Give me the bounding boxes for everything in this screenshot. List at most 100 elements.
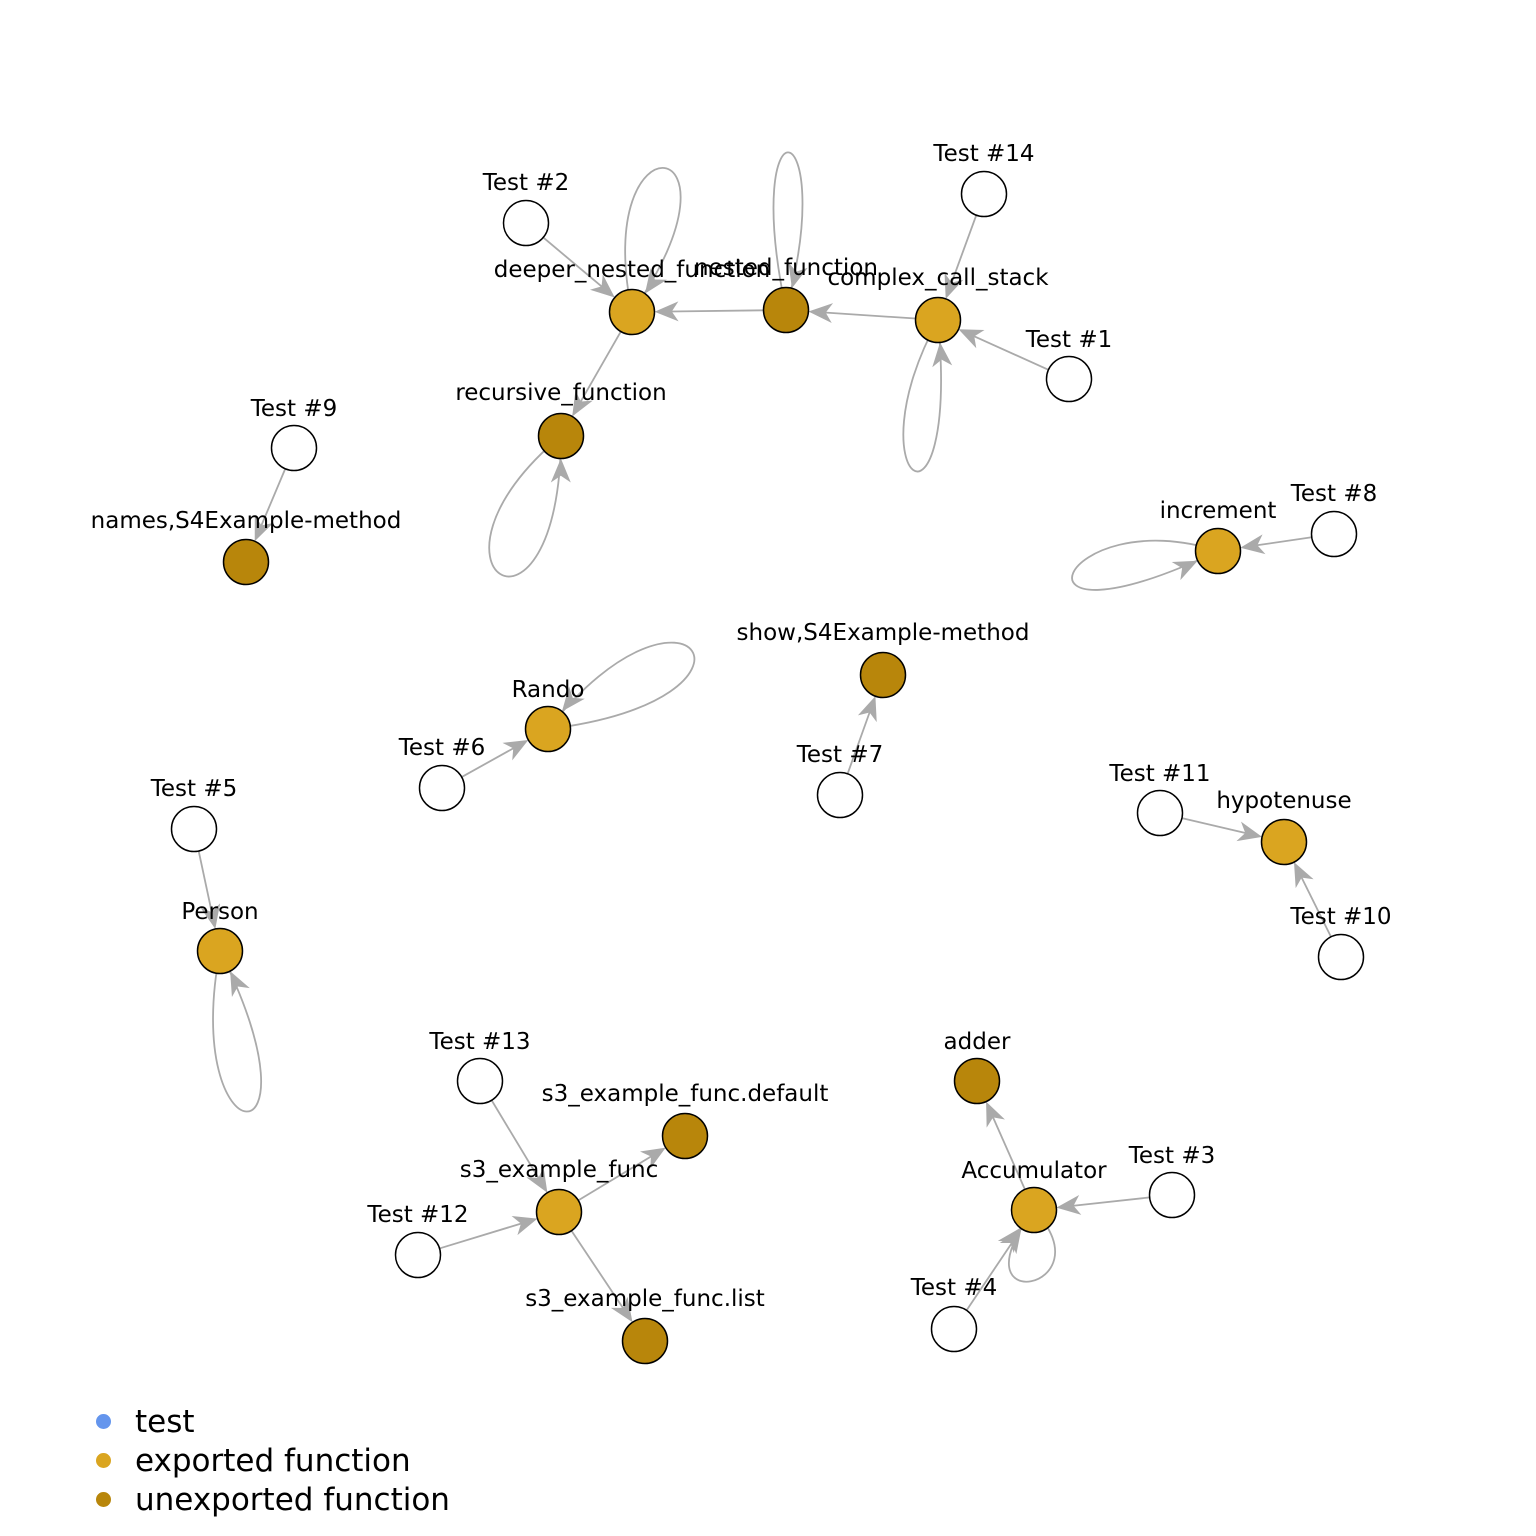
node-test13 <box>456 1057 504 1105</box>
node-label-names: names,S4Example-method <box>91 508 402 534</box>
self-loop-rando <box>547 641 696 730</box>
edge-test8-to-increment <box>1255 536 1312 547</box>
node-label-s3func: s3_example_func <box>460 1157 659 1183</box>
node-test12 <box>394 1231 442 1279</box>
arrowhead-test11-to-hypotenuse <box>1236 821 1263 842</box>
self-loop-arrowhead-nested <box>788 262 808 289</box>
node-label-s3list: s3_example_func.list <box>525 1286 765 1312</box>
legend-item-exported: exported function <box>96 1441 450 1480</box>
node-increment <box>1194 527 1242 575</box>
arrowhead-test10-to-hypotenuse <box>1293 862 1314 889</box>
node-label-test5: Test #5 <box>150 776 238 802</box>
node-test6 <box>418 764 466 812</box>
arrowhead-test6-to-rando <box>502 739 529 761</box>
node-label-test14: Test #14 <box>932 141 1034 167</box>
node-rando <box>524 705 572 753</box>
node-test11 <box>1136 789 1184 837</box>
arrowhead-test7-to-show <box>857 696 877 723</box>
node-names <box>222 538 270 586</box>
legend-item-test: test <box>96 1402 450 1441</box>
node-label-deeper: deeper_nested_function <box>494 257 771 283</box>
node-test5 <box>170 805 218 853</box>
edge-nested-to-deeper <box>670 309 764 313</box>
arrowhead-test13-to-s3func <box>526 1167 548 1193</box>
node-label-adder: adder <box>944 1029 1011 1055</box>
node-nested <box>762 286 810 334</box>
self-loop-arrowhead-accumulator <box>997 1227 1021 1254</box>
node-deeper <box>608 288 656 336</box>
edge-test12-to-s3func <box>439 1222 523 1250</box>
arrowhead-test9-to-names <box>254 515 274 542</box>
node-complex <box>914 296 962 344</box>
legend-label-unexported: unexported function <box>135 1481 450 1518</box>
self-loops-layer <box>212 151 1219 1283</box>
node-test7 <box>816 771 864 819</box>
node-accumulator <box>1010 1186 1058 1234</box>
edge-test3-to-accumulator <box>1072 1196 1150 1207</box>
node-label-increment: increment <box>1160 498 1277 524</box>
arrowhead-complex-to-nested <box>808 303 834 324</box>
node-test9 <box>270 424 318 472</box>
node-label-rando: Rando <box>512 677 585 703</box>
node-label-test2: Test #2 <box>482 170 570 196</box>
arrowhead-accumulator-to-adder <box>986 1101 1005 1128</box>
edge-test6-to-rando <box>461 746 515 778</box>
node-label-test9: Test #9 <box>250 396 338 422</box>
arrowhead-s3func-to-s3list <box>610 1296 633 1323</box>
edge-test14-to-complex <box>950 214 978 285</box>
edge-complex-to-nested <box>824 311 916 320</box>
node-label-test1: Test #1 <box>1025 327 1113 353</box>
legend-label-test: test <box>135 1403 195 1440</box>
legend-label-exported: exported function <box>135 1442 411 1479</box>
node-adder <box>953 1057 1001 1105</box>
labels-layer: Test #2 Test #14 deeper_nested_functionnes… <box>91 141 1392 1312</box>
node-test8 <box>1310 510 1358 558</box>
edge-test4-to-accumulator <box>965 1241 1014 1311</box>
edge-accumulator-to-adder <box>991 1115 1026 1190</box>
edge-test7-to-show <box>846 710 871 775</box>
node-label-nested: nested_function <box>694 255 878 281</box>
node-label-recursive: recursive_function <box>455 380 666 406</box>
node-test14 <box>960 170 1008 218</box>
arrowhead-nested-to-deeper <box>654 301 679 322</box>
self-loop-arrowhead-increment <box>1171 560 1198 581</box>
node-label-person: Person <box>181 899 258 925</box>
self-loop-person <box>212 950 263 1113</box>
edge-test10-to-hypotenuse <box>1300 876 1332 938</box>
arrowhead-test5-to-person <box>200 903 221 929</box>
node-hypotenuse <box>1260 818 1308 866</box>
arrowhead-test1-to-complex <box>958 329 985 349</box>
arrowhead-test12-to-s3func <box>511 1215 538 1236</box>
node-label-complex: complex_call_stack <box>827 265 1049 291</box>
self-loop-nested <box>772 151 804 311</box>
node-test4 <box>930 1305 978 1353</box>
node-label-test13: Test #13 <box>428 1029 530 1055</box>
arrowhead-test2-to-deeper <box>589 274 615 298</box>
edge-deeper-to-recursive <box>579 331 622 404</box>
node-s3list <box>621 1317 669 1365</box>
node-test3 <box>1148 1171 1196 1219</box>
legend-dot-exported <box>96 1453 111 1468</box>
arrowhead-deeper-to-recursive <box>572 390 593 417</box>
self-loop-arrowhead-deeper <box>644 268 667 294</box>
node-person <box>196 927 244 975</box>
legend-item-unexported: unexported function <box>96 1480 450 1519</box>
edge-test2-to-deeper <box>542 236 604 288</box>
node-label-test12: Test #12 <box>366 1202 468 1228</box>
legend-dot-unexported <box>96 1492 111 1507</box>
edge-s3func-to-s3list <box>570 1230 625 1310</box>
node-label-test6: Test #6 <box>398 735 486 761</box>
nodes-layer <box>170 170 1365 1365</box>
node-label-test11: Test #11 <box>1108 761 1210 787</box>
node-test10 <box>1317 933 1365 981</box>
edge-test1-to-complex <box>972 334 1049 371</box>
self-loop-complex <box>902 319 942 473</box>
arrowhead-test14-to-complex <box>944 272 964 299</box>
arrowhead-test3-to-accumulator <box>1056 1195 1082 1215</box>
self-loop-recursive <box>488 435 562 578</box>
node-label-test7: Test #7 <box>796 742 884 768</box>
node-label-hypotenuse: hypotenuse <box>1216 788 1351 814</box>
self-loop-arrowhead-recursive <box>550 458 571 483</box>
self-loop-increment <box>1071 539 1219 591</box>
